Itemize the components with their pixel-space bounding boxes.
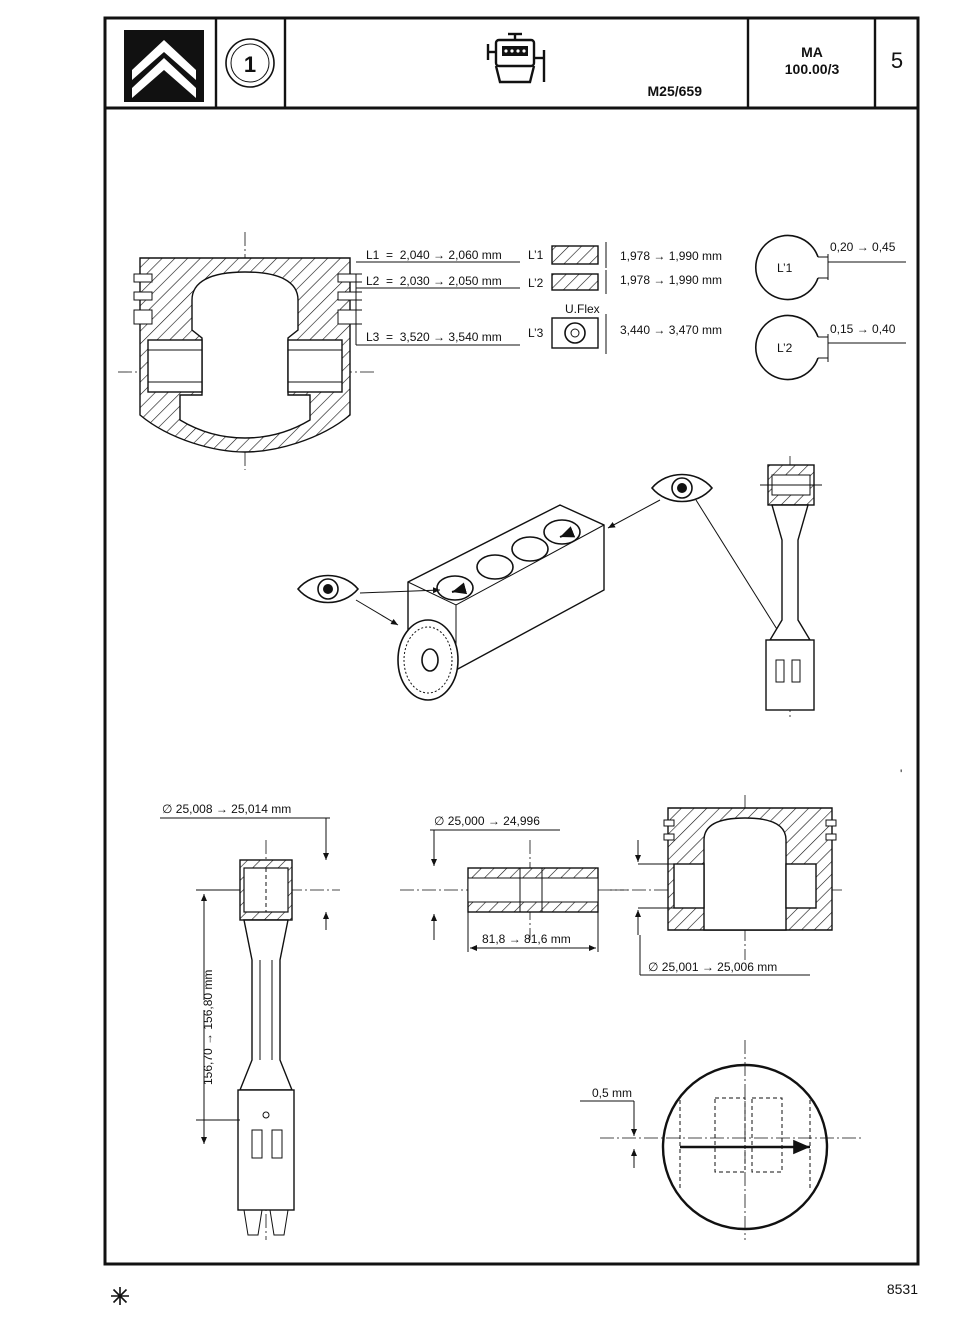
connecting-rod-view — [160, 817, 340, 1240]
sight-lines — [355, 499, 791, 651]
page-number: 5 — [891, 48, 903, 73]
asterisk-icon — [111, 1287, 129, 1305]
manual-code-line1: MA — [801, 44, 823, 60]
ring-l1-height: 1,978 → 1,990 mm — [620, 249, 722, 263]
manual-code-line2: 100.00/3 — [785, 61, 840, 77]
ring-l3-height: 3,440 → 3,470 mm — [620, 323, 722, 337]
footer-code: 8531 — [887, 1281, 918, 1297]
groove-l2-dimension: L2 = 2,030 → 2,050 mm — [366, 274, 502, 288]
eye-icon — [296, 574, 360, 604]
eye-icon — [650, 473, 714, 503]
gudgeon-pin-view — [400, 829, 628, 952]
ring-l1-tag: L’1 — [528, 248, 544, 262]
ring-gap2-label: L’2 — [777, 341, 793, 355]
stray-mark: ' — [900, 767, 902, 781]
rod-small-end-bore: ∅ 25,008 → 25,014 mm — [162, 802, 291, 816]
pin-length: 81,8 → 81,6 mm — [482, 932, 571, 946]
groove-l3-dimension: L3 = 3,520 → 3,540 mm — [366, 330, 502, 344]
ring-gap1-label: L’1 — [777, 261, 793, 275]
ring-gap2-value: 0,15 → 0,40 — [830, 322, 896, 336]
engine-icon — [486, 32, 546, 84]
ring-type-label: U.Flex — [565, 302, 600, 316]
ring-gap-diagrams — [755, 234, 906, 381]
pin-diameter: ∅ 25,000 → 24,996 — [434, 814, 540, 828]
connecting-rod-small-view — [760, 456, 822, 720]
piston-pin-bore: ∅ 25,001 → 25,006 mm — [648, 960, 777, 974]
piston-offset-value: 0,5 mm — [592, 1086, 632, 1100]
page-frame — [103, 16, 920, 1266]
engine-code: M25/659 — [648, 83, 703, 99]
ring-l3-tag: L’3 — [528, 326, 544, 340]
rod-centre-distance: 156,70 → 156,80 mm — [201, 970, 215, 1085]
header: 1 M25/659 MA 100.00/3 5 — [105, 18, 918, 110]
piston-bore-section — [610, 795, 842, 976]
chapter-badge — [225, 38, 275, 88]
piston-offset-plan — [580, 1040, 862, 1240]
chapter-number: 1 — [244, 52, 256, 77]
engine-block-view — [397, 504, 605, 701]
groove-l1-dimension: L1 = 2,040 → 2,060 mm — [366, 248, 502, 262]
ring-gap1-value: 0,20 → 0,45 — [830, 240, 896, 254]
ring-sections — [551, 242, 607, 354]
ring-l2-height: 1,978 → 1,990 mm — [620, 273, 722, 287]
ring-l2-tag: L’2 — [528, 276, 544, 290]
citroen-chevrons-logo — [124, 30, 204, 102]
piston-ring-section — [118, 232, 520, 470]
